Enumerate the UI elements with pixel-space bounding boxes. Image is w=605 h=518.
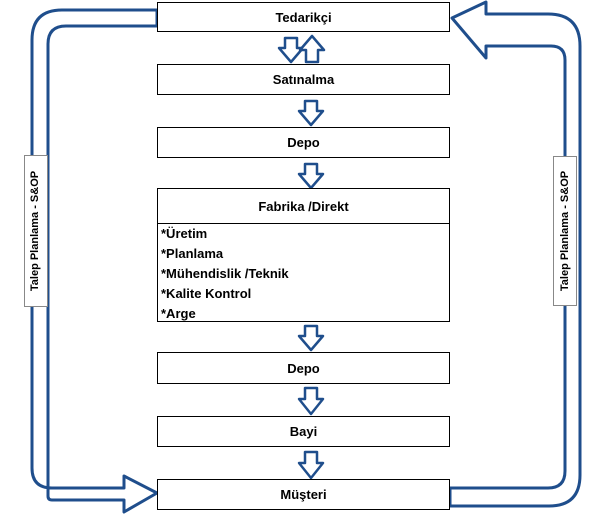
right-label-box: [553, 156, 577, 306]
fabrika-item: *Arge: [161, 306, 196, 321]
box-depo-top: Depo: [157, 127, 450, 158]
right-side-label: Talep Planlama - S&OP: [559, 170, 571, 292]
box-depo-bottom: Depo: [157, 352, 450, 384]
arrow-satinalma-tedarikci: [298, 34, 326, 64]
arrow-tedarikci-satinalma: [277, 36, 305, 64]
arrow-bayi-musteri: [297, 450, 325, 480]
fabrika-item: *Kalite Kontrol: [161, 286, 252, 301]
box-fabrika: Fabrika /Direkt *Üretim *Planlama *Mühen…: [157, 188, 450, 322]
arrow-depo-fabrika: [297, 162, 325, 190]
box-fabrika-title: Fabrika /Direkt: [158, 189, 449, 224]
right-feedback-arrow: [448, 0, 582, 508]
box-musteri: Müşteri: [157, 479, 450, 510]
left-side-label: Talep Planlama - S&OP: [29, 170, 41, 292]
box-bayi-label: Bayi: [289, 424, 318, 439]
fabrika-item: *Mühendislik /Teknik: [161, 266, 289, 281]
box-musteri-label: Müşteri: [280, 487, 327, 502]
arrow-satinalma-depo: [297, 99, 325, 127]
box-tedarikci: Tedarikçi: [157, 2, 450, 32]
left-feedback-arrow: [30, 8, 159, 514]
box-depo-bottom-label: Depo: [287, 360, 320, 376]
box-depo-top-label: Depo: [287, 135, 320, 150]
fabrika-item: *Planlama: [161, 246, 224, 261]
arrow-depo-bayi: [297, 386, 325, 416]
fabrika-item: *Üretim: [161, 226, 208, 241]
fabrika-item-list: *Üretim *Planlama *Mühendislik /Teknik *…: [158, 224, 449, 324]
box-bayi: Bayi: [157, 416, 450, 447]
box-satinalma-label: Satınalma: [272, 72, 335, 87]
left-label-box: [24, 155, 48, 307]
box-satinalma: Satınalma: [157, 64, 450, 95]
box-tedarikci-label: Tedarikçi: [275, 9, 332, 25]
arrow-fabrika-depo: [297, 324, 325, 352]
